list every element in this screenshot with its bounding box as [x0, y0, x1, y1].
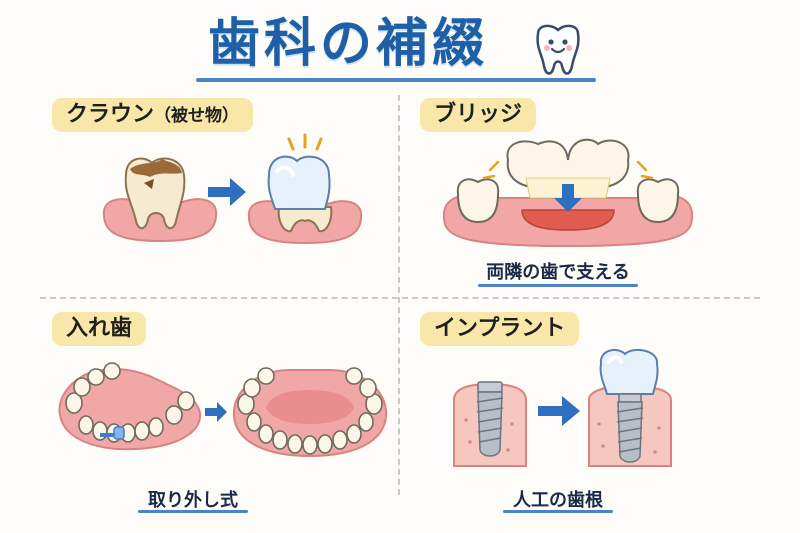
- bridge-label: ブリッジ: [420, 98, 537, 132]
- page-title: 歯科の補綴: [208, 14, 489, 74]
- bridge-caption-underline: [478, 284, 638, 287]
- full-denture-illustration: [232, 367, 388, 458]
- crown-label-note: （被せ物）: [154, 106, 240, 126]
- implant-caption-underline: [503, 510, 613, 513]
- bridge-caption: 両隣の歯で支える: [486, 262, 630, 283]
- implant-caption: 人工の歯根: [513, 490, 603, 511]
- right-arrow-icon: [208, 178, 246, 206]
- denture-label: 入れ歯: [52, 312, 147, 346]
- implant-label: インプラント: [420, 312, 580, 346]
- crown-tooth-illustration: [247, 133, 363, 245]
- horizontal-divider: [40, 297, 760, 299]
- smiling-tooth-icon: [536, 24, 580, 75]
- crown-label: クラウン（被せ物）: [52, 98, 254, 132]
- down-arrow-icon: [554, 184, 582, 212]
- bridge-illustration: [442, 138, 694, 248]
- right-arrow-icon: [205, 402, 227, 422]
- crown-label-text: クラウン: [66, 102, 155, 127]
- denture-caption-underline: [138, 510, 248, 513]
- title-underline: [196, 78, 596, 82]
- denture-caption: 取り外し式: [148, 490, 238, 511]
- vertical-divider: [398, 95, 400, 495]
- decayed-tooth-illustration: [102, 157, 218, 243]
- partial-denture-illustration: [58, 362, 202, 451]
- implant-screw-illustration: [453, 381, 527, 467]
- right-arrow-icon: [538, 396, 580, 426]
- header: 歯科の補綴: [0, 6, 800, 84]
- implant-crown-illustration: [588, 348, 672, 467]
